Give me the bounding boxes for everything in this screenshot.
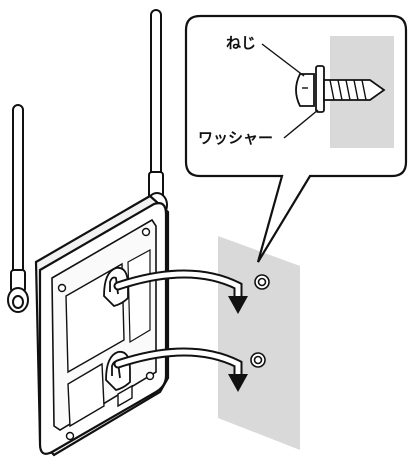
lower-arrow <box>113 347 248 392</box>
right-antenna <box>146 9 168 218</box>
wall-screw-lower <box>250 352 266 368</box>
upper-arrow <box>113 269 248 314</box>
left-antenna <box>7 104 29 313</box>
wall-screw-upper <box>254 274 270 290</box>
screw-label: ねじ <box>226 34 256 52</box>
wall-panel <box>218 236 300 450</box>
screw-leader-line <box>261 43 305 77</box>
washer-label: ワッシャー <box>198 129 273 147</box>
device-body <box>34 194 170 457</box>
washer-leader-line <box>283 109 319 139</box>
screw-detail <box>295 65 386 113</box>
